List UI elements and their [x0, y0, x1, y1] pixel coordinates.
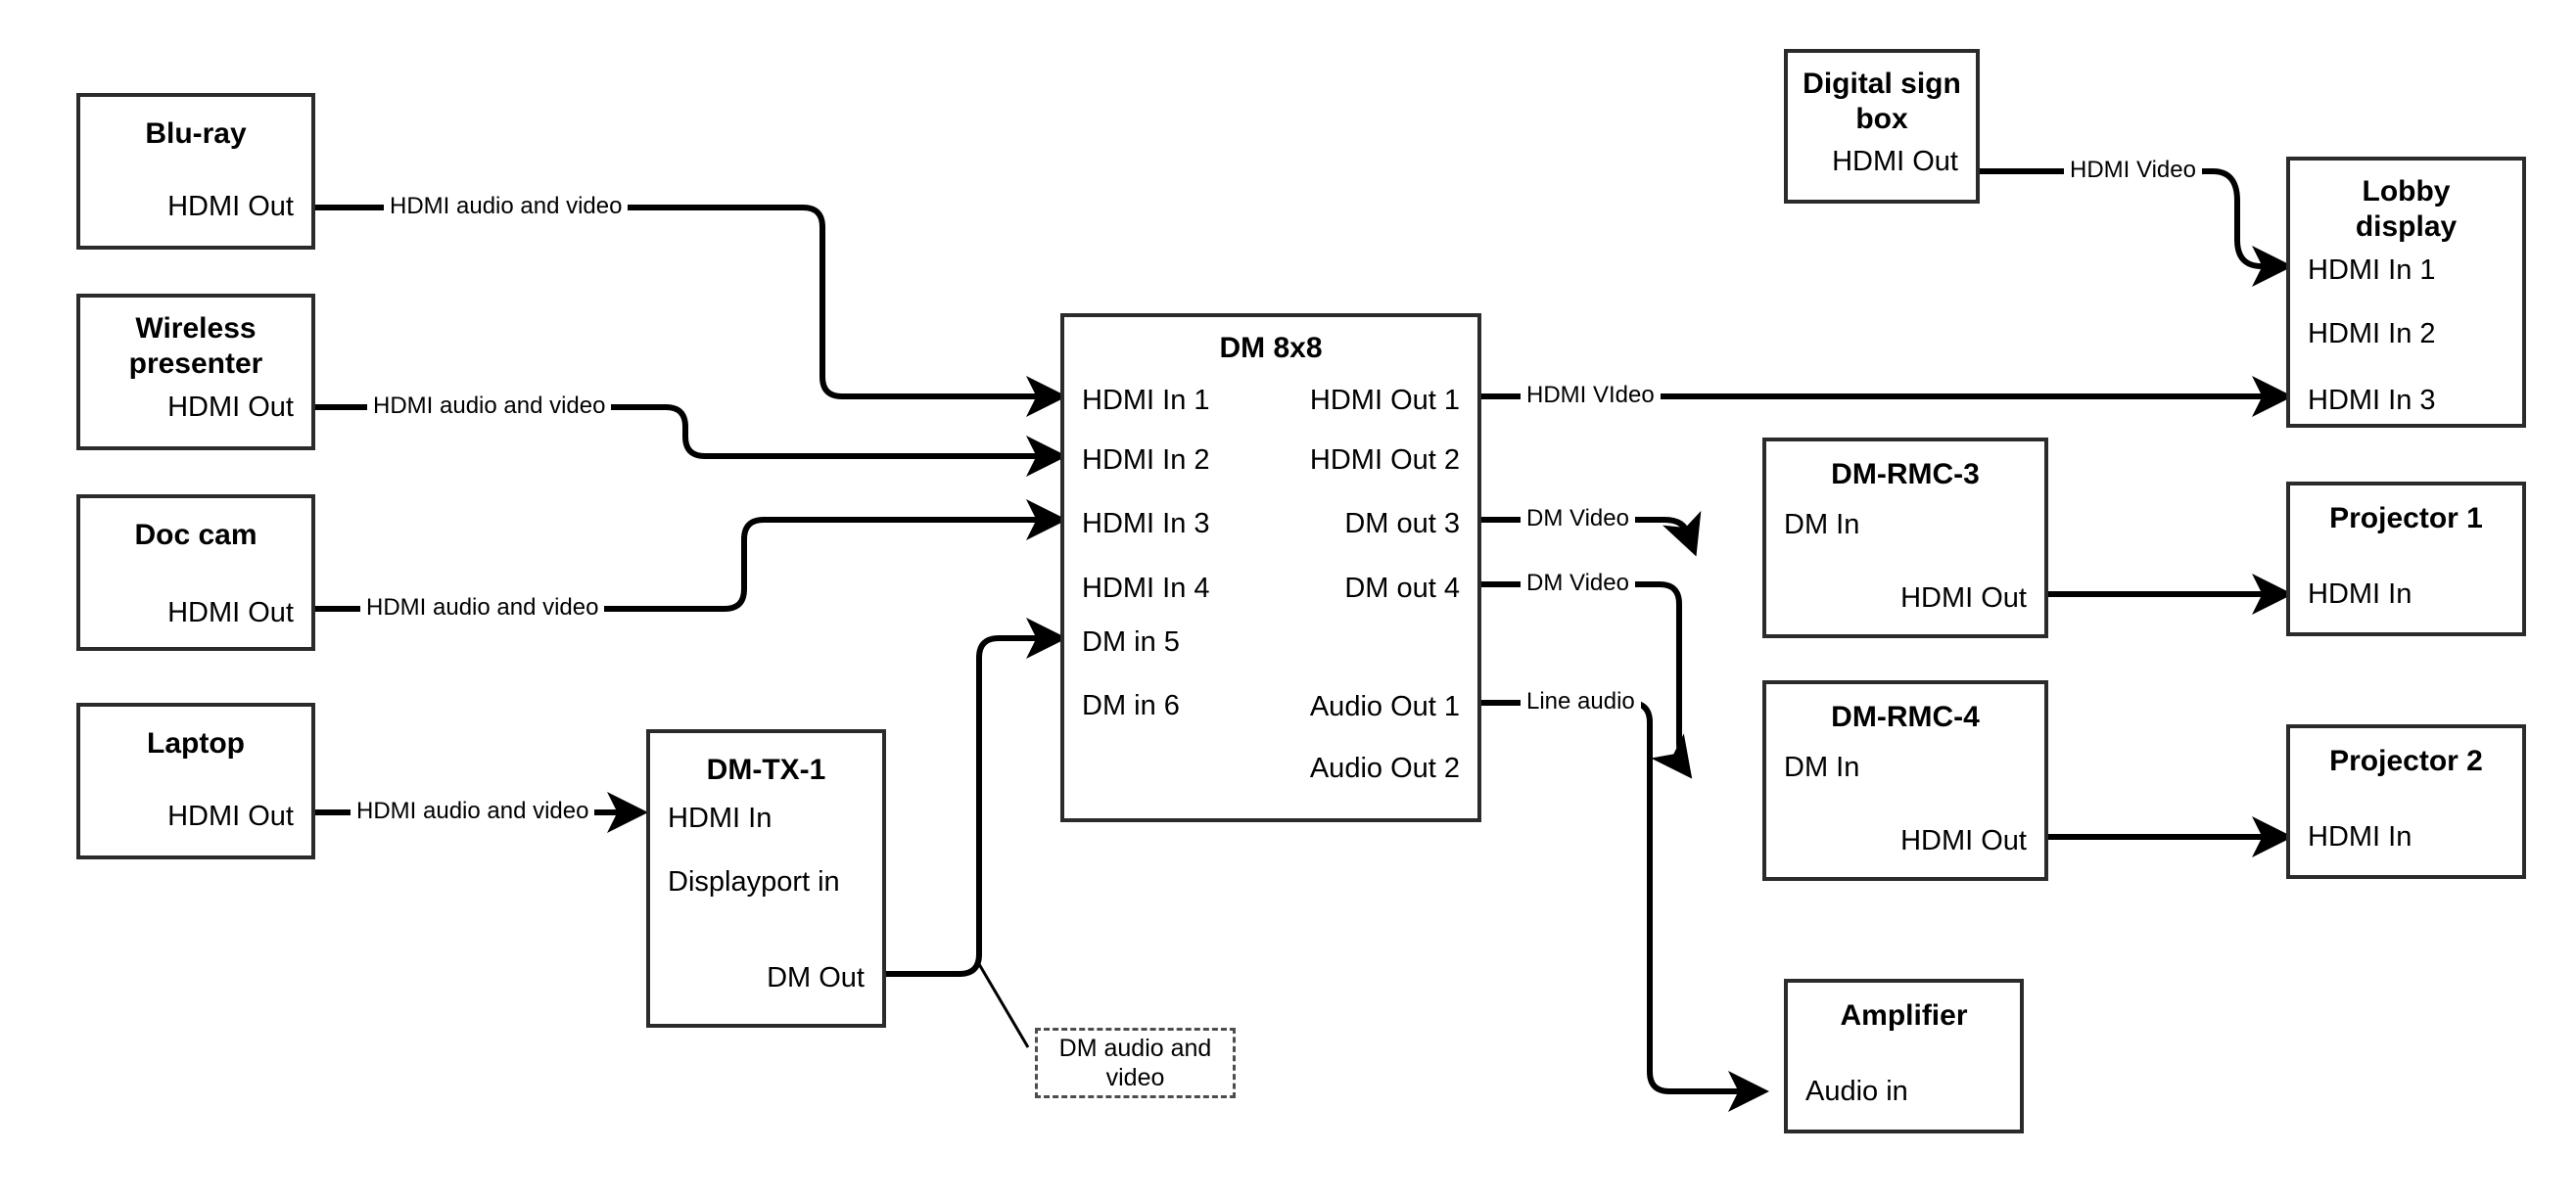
port-dm-8x8-dm-in-5[interactable]: DM in 5	[1082, 626, 1180, 658]
port-dm-8x8-dm-out-4[interactable]: DM out 4	[1344, 573, 1460, 604]
node-projector-2[interactable]: Projector 2 HDMI In	[2286, 724, 2526, 879]
wire-label-dmout4: DM Video	[1521, 570, 1635, 597]
node-title-digital-sign-box-line2: box	[1855, 103, 1908, 135]
port-lobby-display-hdmi-in-1[interactable]: HDMI In 1	[2308, 254, 2436, 286]
port-dm-8x8-audio-out-2[interactable]: Audio Out 2	[1309, 753, 1460, 784]
wire-label-wireless: HDMI audio and video	[367, 393, 612, 420]
wire-label-laptop: HDMI audio and video	[351, 798, 595, 825]
wire-dm8x8-out4-to-rmc4	[1481, 581, 1693, 779]
node-laptop[interactable]: Laptop HDMI Out	[76, 703, 315, 859]
port-bluray-hdmi-out[interactable]: HDMI Out	[167, 191, 294, 222]
node-title-doc-cam: Doc cam	[134, 519, 258, 551]
node-amplifier[interactable]: Amplifier Audio in	[1784, 979, 2024, 1133]
wire-label-sign-to-lobby: HDMI Video	[2064, 157, 2202, 184]
wire-label-bluray: HDMI audio and video	[384, 193, 629, 220]
port-dm-8x8-hdmi-in-2[interactable]: HDMI In 2	[1082, 444, 1210, 476]
node-title-dm-rmc-4: DM-RMC-4	[1831, 701, 1980, 733]
port-projector-2-hdmi-in[interactable]: HDMI In	[2308, 821, 2412, 853]
port-dm-8x8-hdmi-out-1[interactable]: HDMI Out 1	[1309, 385, 1460, 416]
port-digital-sign-box-hdmi-out[interactable]: HDMI Out	[1832, 146, 1958, 177]
leader-line-dm-note	[977, 963, 1030, 1048]
port-projector-1-hdmi-in[interactable]: HDMI In	[2308, 578, 2412, 610]
port-lobby-display-hdmi-in-2[interactable]: HDMI In 2	[2308, 318, 2436, 349]
port-dm-rmc-3-dm-in[interactable]: DM In	[1784, 509, 1860, 540]
node-dm-tx-1[interactable]: DM-TX-1 HDMI In Displayport in DM Out	[646, 729, 886, 1028]
port-dm-8x8-hdmi-in-1[interactable]: HDMI In 1	[1082, 385, 1210, 416]
port-wireless-presenter-hdmi-out[interactable]: HDMI Out	[167, 392, 294, 423]
port-dm-rmc-4-hdmi-out[interactable]: HDMI Out	[1900, 825, 2027, 856]
port-dm-rmc-3-hdmi-out[interactable]: HDMI Out	[1900, 582, 2027, 614]
node-bluray[interactable]: Blu-ray HDMI Out	[76, 93, 315, 250]
node-title-wireless-presenter-line1: Wireless	[135, 312, 257, 345]
node-title-bluray: Blu-ray	[145, 117, 247, 150]
node-projector-1[interactable]: Projector 1 HDMI In	[2286, 482, 2526, 636]
node-title-dm-tx-1: DM-TX-1	[706, 754, 826, 786]
port-amplifier-audio-in[interactable]: Audio in	[1805, 1076, 1908, 1107]
port-dm-rmc-4-dm-in[interactable]: DM In	[1784, 752, 1860, 783]
node-title-digital-sign-box-line1: Digital sign	[1803, 68, 1961, 100]
node-title-laptop: Laptop	[147, 727, 245, 760]
annotation-dm-audio-video: DM audio and video	[1035, 1028, 1236, 1098]
node-wireless-presenter[interactable]: Wireless presenter HDMI Out	[76, 294, 315, 450]
node-dm-rmc-3[interactable]: DM-RMC-3 DM In HDMI Out	[1762, 438, 2048, 638]
port-lobby-display-hdmi-in-3[interactable]: HDMI In 3	[2308, 385, 2436, 416]
port-dm-tx-1-dm-out[interactable]: DM Out	[767, 962, 865, 993]
node-dm-rmc-4[interactable]: DM-RMC-4 DM In HDMI Out	[1762, 680, 2048, 881]
wire-sign-to-lobby-in1	[1980, 168, 2293, 287]
wire-label-audioout1: Line audio	[1521, 688, 1641, 716]
node-title-dm-8x8: DM 8x8	[1219, 332, 1323, 364]
port-dm-8x8-audio-out-1[interactable]: Audio Out 1	[1309, 691, 1460, 722]
port-dm-8x8-hdmi-in-4[interactable]: HDMI In 4	[1082, 573, 1210, 604]
node-title-amplifier: Amplifier	[1840, 999, 1968, 1032]
port-dm-8x8-hdmi-out-2[interactable]: HDMI Out 2	[1309, 444, 1460, 476]
port-laptop-hdmi-out[interactable]: HDMI Out	[167, 801, 294, 832]
node-digital-sign-box[interactable]: Digital sign box HDMI Out	[1784, 49, 1980, 204]
port-dm-tx-1-hdmi-in[interactable]: HDMI In	[668, 803, 773, 834]
wire-dmtx1-to-dm8x8-in5	[886, 618, 1067, 977]
node-title-wireless-presenter-line2: presenter	[128, 347, 263, 380]
port-dm-8x8-hdmi-in-3[interactable]: HDMI In 3	[1082, 508, 1210, 539]
port-doc-cam-hdmi-out[interactable]: HDMI Out	[167, 597, 294, 628]
node-dm-8x8[interactable]: DM 8x8 HDMI In 1 HDMI In 2 HDMI In 3 HDM…	[1060, 313, 1481, 822]
wire-bluray-to-dm8x8-in1	[315, 205, 1067, 417]
node-title-lobby-display-line1: Lobby	[2362, 175, 2451, 208]
wire-label-hdmiout1: HDMI VIdeo	[1521, 382, 1661, 409]
node-title-lobby-display-line2: display	[2355, 210, 2458, 243]
wire-label-doccam: HDMI audio and video	[360, 594, 605, 622]
wire-label-dmout3: DM Video	[1521, 505, 1635, 532]
node-title-projector-1: Projector 1	[2329, 502, 2483, 534]
port-dm-8x8-dm-in-6[interactable]: DM in 6	[1082, 690, 1180, 721]
port-dm-8x8-dm-out-3[interactable]: DM out 3	[1344, 508, 1460, 539]
node-title-dm-rmc-3: DM-RMC-3	[1831, 458, 1980, 490]
wire-dm8x8-audioout1-to-amp	[1481, 700, 1769, 1112]
node-lobby-display[interactable]: Lobby display HDMI In 1 HDMI In 2 HDMI I…	[2286, 157, 2526, 428]
node-doc-cam[interactable]: Doc cam HDMI Out	[76, 494, 315, 651]
node-title-projector-2: Projector 2	[2329, 745, 2483, 777]
port-dm-tx-1-displayport-in[interactable]: Displayport in	[668, 866, 840, 898]
